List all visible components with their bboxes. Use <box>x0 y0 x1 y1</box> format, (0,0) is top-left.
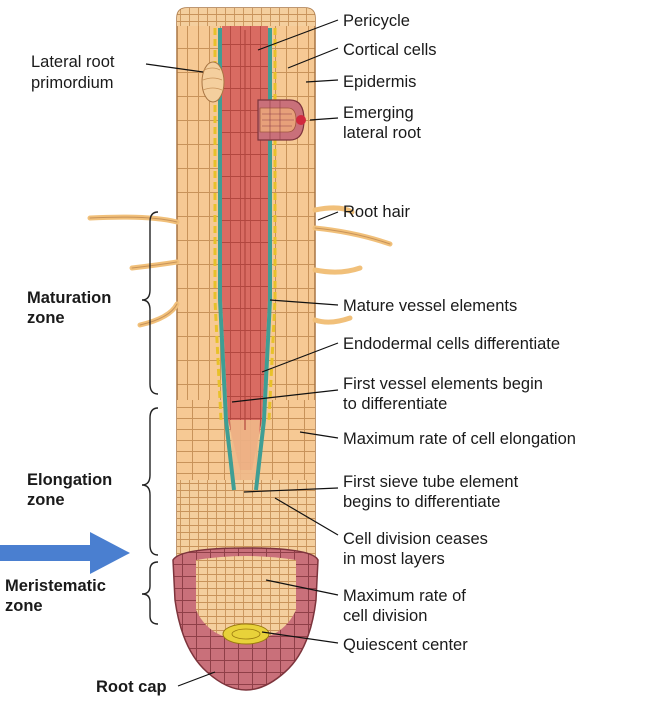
elongation-brace <box>142 408 158 555</box>
emerging-lateral-root-shape <box>258 100 306 140</box>
pointer-arrow <box>0 532 130 574</box>
label-epidermis-line-1: Epidermis <box>343 73 416 91</box>
label-first-sieve-tube-line-2: begins to differentiate <box>343 493 500 511</box>
zone-braces <box>142 212 158 624</box>
label-cell-division-ceases-line-2: in most layers <box>343 550 445 568</box>
svg-text:primordium: primordium <box>31 74 114 92</box>
label-emerging-lateral-root-line-2: lateral root <box>343 124 421 142</box>
label-cortical-cells: Cortical cells <box>343 41 437 59</box>
label-max-cell-division: Maximum rate of cell division <box>343 587 466 625</box>
label-first-sieve-tube: First sieve tube element begins to differ… <box>343 473 519 511</box>
maturation-zone-line-1: Maturation <box>27 289 111 307</box>
label-first-sieve-tube-line-1: First sieve tube element <box>343 473 519 491</box>
label-quiescent-center-line-1: Quiescent center <box>343 636 468 654</box>
root-cap-label: Root cap <box>96 678 167 696</box>
elongation-zone-line-1: Elongation <box>27 471 112 489</box>
svg-text:Lateral root: Lateral root <box>31 53 115 71</box>
root-body <box>177 8 315 570</box>
label-emerging-lateral-root-line-1: Emerging <box>343 104 414 122</box>
label-quiescent-center: Quiescent center <box>343 636 468 654</box>
meristematic-zone-line-1: Meristematic <box>5 577 106 595</box>
label-endodermal-cells-line-1: Endodermal cells differentiate <box>343 335 560 353</box>
label-pericycle: Pericycle <box>343 12 410 30</box>
label-lateral-root-primordium: Lateral root primordium <box>31 53 115 92</box>
label-first-vessel-elements-line-2: to differentiate <box>343 395 447 413</box>
label-root-hair-line-1: Root hair <box>343 203 410 221</box>
label-max-cell-division-line-1: Maximum rate of <box>343 587 466 605</box>
label-mature-vessel-elements: Mature vessel elements <box>343 297 517 315</box>
label-cell-division-ceases: Cell division ceases in most layers <box>343 530 488 568</box>
label-pericycle-line-1: Pericycle <box>343 12 410 30</box>
label-cortical-cells-line-1: Cortical cells <box>343 41 437 59</box>
meristematic-brace <box>142 562 158 624</box>
lateral-root-primordium-shape <box>202 62 224 102</box>
label-epidermis: Epidermis <box>343 73 416 91</box>
label-first-vessel-elements: First vessel elements begin to differenti… <box>343 375 543 413</box>
label-max-cell-division-line-2: cell division <box>343 607 427 625</box>
maturation-zone-line-2: zone <box>27 309 65 327</box>
label-max-cell-elongation-line-1: Maximum rate of cell elongation <box>343 430 576 448</box>
label-first-vessel-elements-line-1: First vessel elements begin <box>343 375 543 393</box>
elongation-zone-line-2: zone <box>27 491 65 509</box>
label-endodermal-cells: Endodermal cells differentiate <box>343 335 560 353</box>
label-max-cell-elongation: Maximum rate of cell elongation <box>343 430 576 448</box>
meristematic-zone-line-2: zone <box>5 597 43 615</box>
root-cap-shape <box>173 548 318 690</box>
label-mature-vessel-elements-line-1: Mature vessel elements <box>343 297 517 315</box>
label-emerging-lateral-root: Emerging lateral root <box>343 104 421 142</box>
maturation-brace <box>142 212 158 394</box>
label-cell-division-ceases-line-1: Cell division ceases <box>343 530 488 548</box>
label-root-hair: Root hair <box>343 203 410 221</box>
